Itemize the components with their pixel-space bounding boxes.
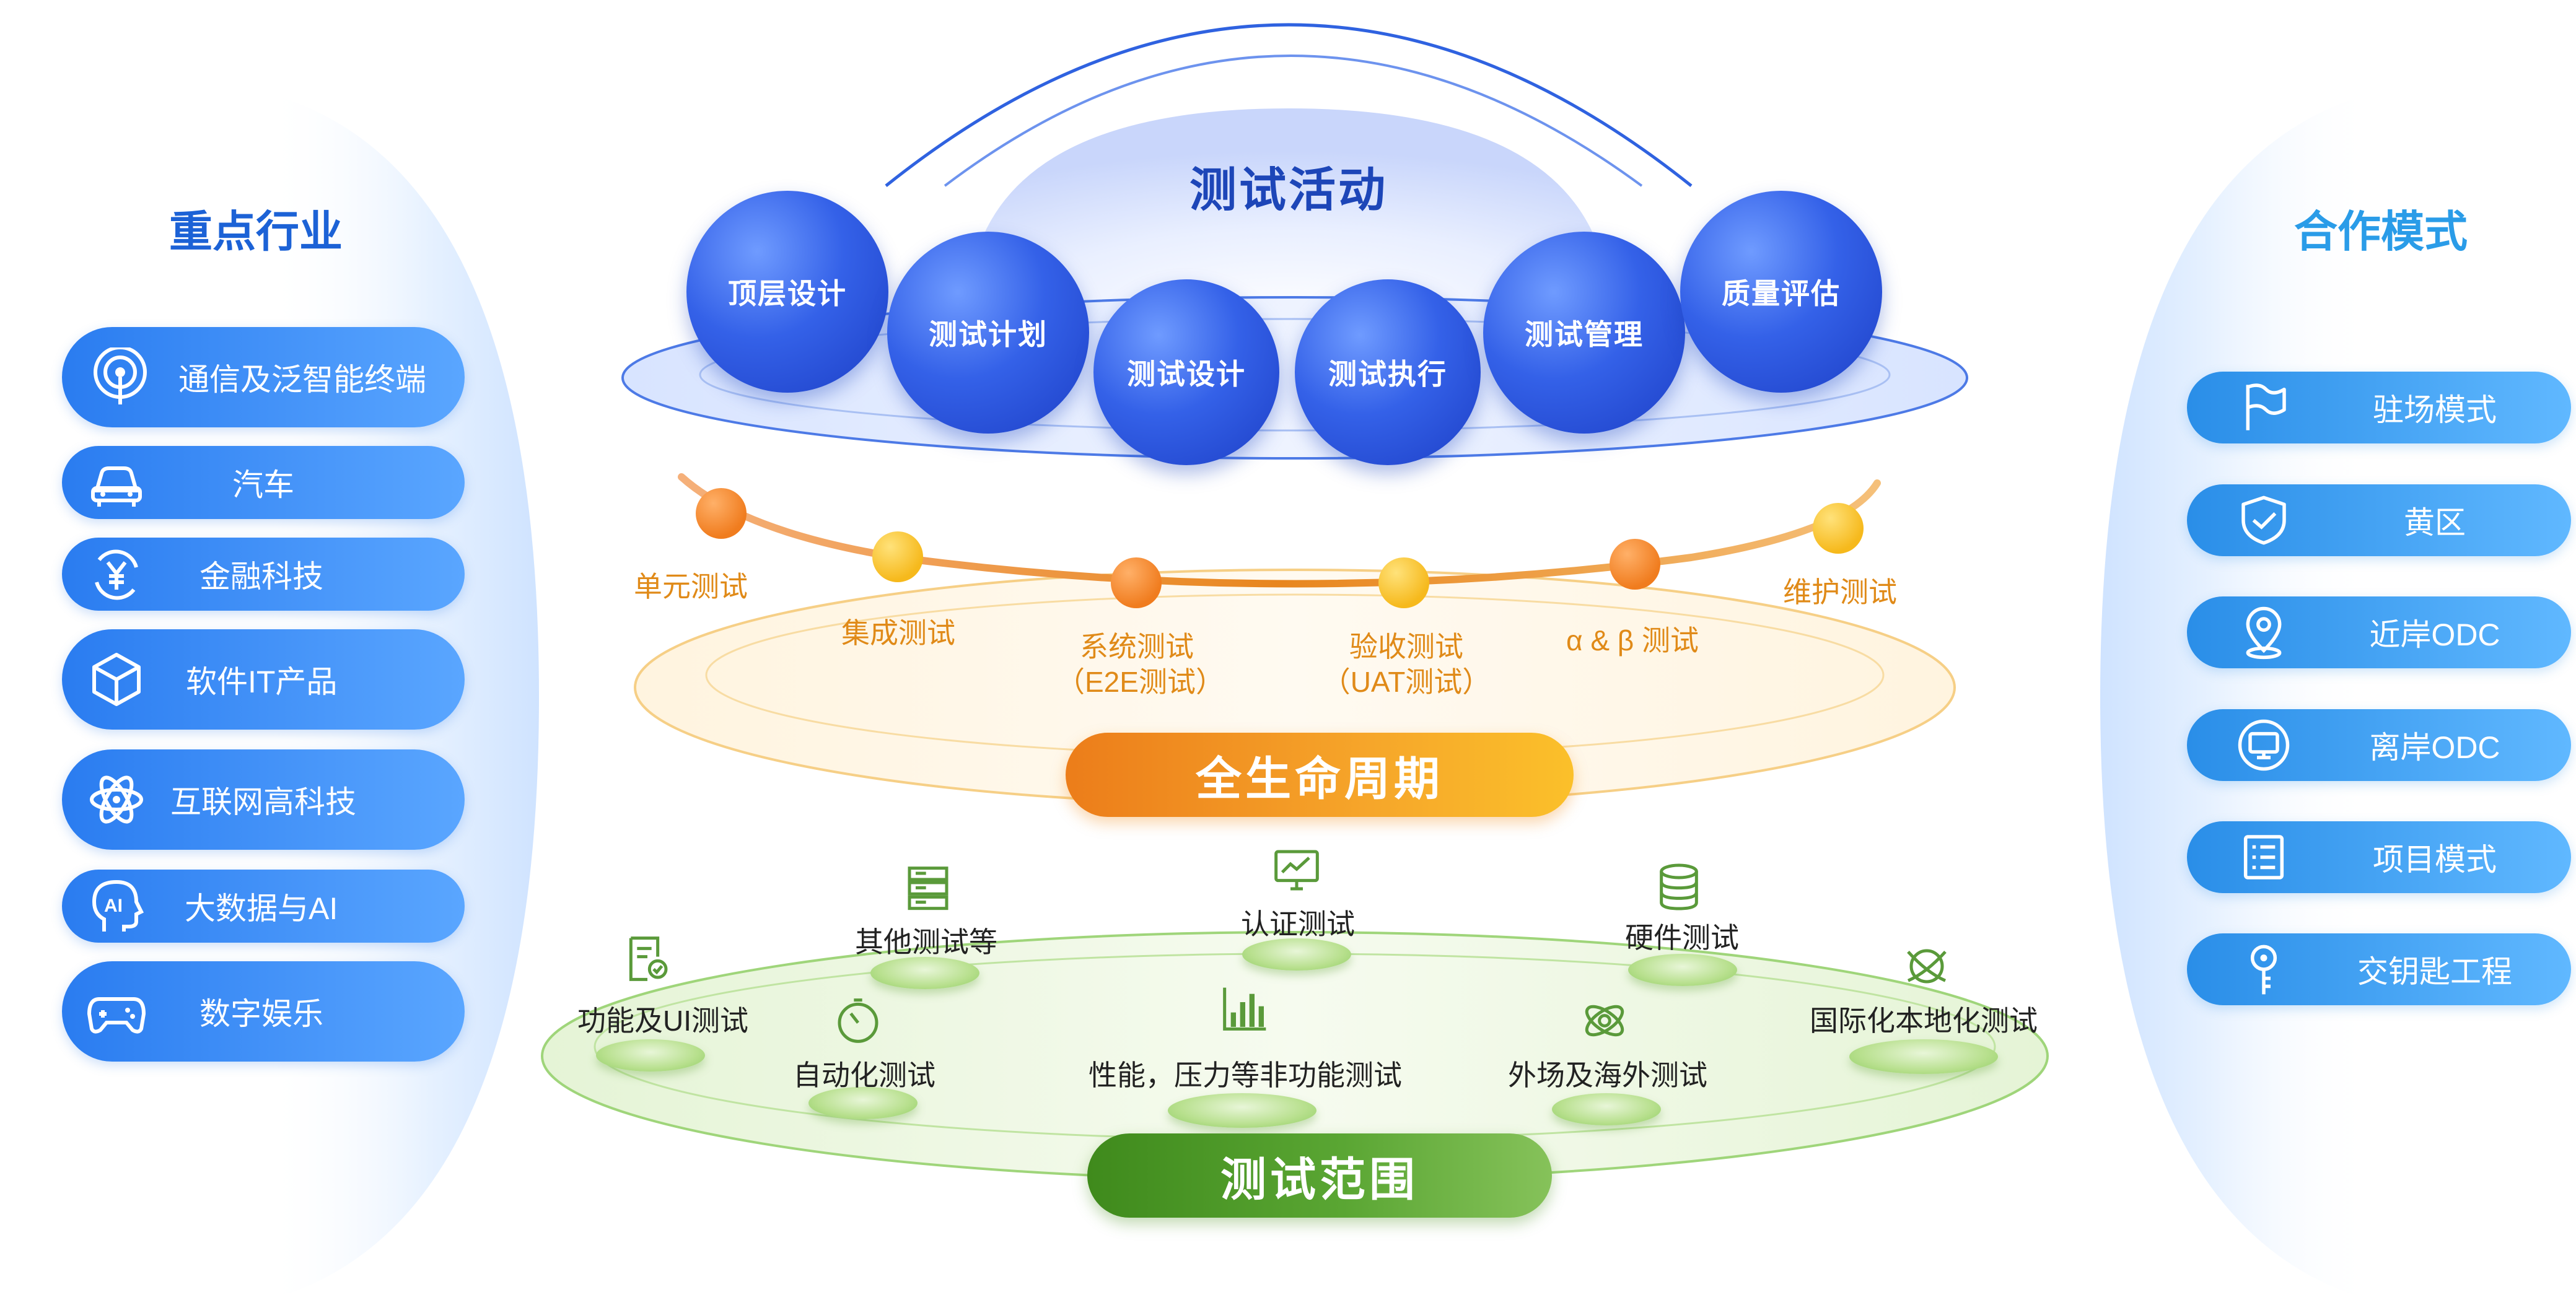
- activity-sphere[interactable]: 质量评估: [1680, 191, 1882, 393]
- scope-banner: 测试范围: [1087, 1133, 1552, 1218]
- scope-label: 认证测试: [1241, 908, 1355, 940]
- industry-label: 软件IT产品: [186, 665, 338, 699]
- scope-pad: [1242, 938, 1351, 971]
- yuan-exchange-icon: [95, 549, 138, 600]
- cooperation-item-onsite[interactable]: 驻场模式: [2187, 372, 2571, 443]
- lifecycle-path: [678, 473, 1881, 588]
- shield-check-icon: [2241, 495, 2286, 545]
- industry-label: 数字娱乐: [199, 997, 323, 1031]
- cooperation-label: 黄区: [2404, 505, 2466, 540]
- lifecycle-stage-label: 验收测试: [1349, 631, 1463, 663]
- globe-link-icon: [1907, 949, 1947, 984]
- lifecycle-node: [696, 488, 747, 539]
- scope-pad: [808, 1087, 918, 1119]
- list-icon: [2243, 835, 2284, 879]
- key-icon: [2250, 945, 2277, 995]
- lifecycle-node: [872, 531, 923, 582]
- orbit-icon: [1585, 1005, 1624, 1037]
- server-stack-icon: [908, 866, 948, 910]
- cooperation-item-turnkey[interactable]: 交钥匙工程: [2187, 933, 2571, 1005]
- industry-label: 互联网高科技: [170, 785, 356, 819]
- chart-monitor-icon: [1274, 850, 1319, 891]
- activity-sphere[interactable]: 顶层设计: [686, 191, 888, 393]
- signal-tower-icon: [94, 347, 147, 404]
- cooperation-label: 近岸ODC: [2369, 618, 2500, 652]
- lifecycle-stage-label: 维护测试: [1783, 576, 1897, 608]
- document-check-icon: [629, 936, 668, 981]
- cooperation-item-project[interactable]: 项目模式: [2187, 821, 2571, 893]
- activity-sphere[interactable]: 测试执行: [1295, 279, 1481, 465]
- scope-pad: [1168, 1093, 1316, 1128]
- scope-pad: [870, 957, 979, 989]
- scope-label: 其他测试等: [855, 926, 997, 958]
- industry-item-telecom[interactable]: 通信及泛智能终端: [62, 327, 465, 427]
- scope-pad: [1628, 954, 1737, 986]
- scope-pad: [596, 1039, 705, 1071]
- lifecycle-stage-label: 集成测试: [841, 617, 955, 649]
- scope-label: 性能，压力等非功能测试: [1089, 1059, 1402, 1091]
- activity-sphere[interactable]: 测试设计: [1093, 279, 1279, 465]
- lifecycle-stage-label: 系统测试: [1080, 631, 1194, 663]
- scope-label: 自动化测试: [793, 1059, 935, 1091]
- lifecycle-stage-sublabel: （UAT测试）: [1321, 666, 1491, 698]
- cooperation-label: 驻场模式: [2373, 393, 2497, 427]
- activity-sphere[interactable]: 测试管理: [1483, 232, 1685, 434]
- gamepad-icon: [87, 997, 146, 1034]
- industry-item-fintech[interactable]: 金融科技: [62, 538, 465, 611]
- database-icon: [1660, 863, 1698, 910]
- lifecycle-node: [1813, 503, 1864, 554]
- industry-item-auto[interactable]: 汽车: [62, 446, 465, 519]
- cooperation-item-yellow-zone[interactable]: 黄区: [2187, 484, 2571, 556]
- industry-label: 大数据与AI: [185, 891, 338, 926]
- cube-icon: [92, 653, 141, 706]
- lifecycle-banner: 全生命周期: [1066, 733, 1574, 817]
- ai-head-icon: AI: [92, 879, 144, 932]
- scope-label: 功能及UI测试: [577, 1005, 748, 1037]
- flag-icon: [2246, 383, 2286, 430]
- industry-item-entertainment[interactable]: 数字娱乐: [62, 961, 465, 1062]
- scope-pad: [1552, 1093, 1661, 1125]
- activities-ring-inner: [699, 318, 1891, 432]
- bar-chart-icon: [1223, 987, 1266, 1031]
- industries-title: 重点行业: [169, 207, 343, 256]
- scope-label: 国际化本地化测试: [1810, 1005, 2038, 1037]
- cooperation-title: 合作模式: [2294, 207, 2468, 256]
- atom-icon: [90, 775, 143, 824]
- cooperation-label: 项目模式: [2373, 842, 2497, 877]
- cooperation-item-offshore[interactable]: 离岸ODC: [2187, 709, 2571, 781]
- industry-label: 通信及泛智能终端: [178, 362, 426, 397]
- activity-sphere[interactable]: 测试计划: [887, 232, 1089, 434]
- dome: [966, 108, 1611, 322]
- lifecycle-node: [1610, 539, 1660, 590]
- monitor-icon: [2238, 719, 2290, 771]
- svg-text:AI: AI: [104, 896, 123, 916]
- location-pin-icon: [2246, 606, 2282, 660]
- outer-arc: [885, 23, 1693, 187]
- cooperation-item-nearshore[interactable]: 近岸ODC: [2187, 596, 2571, 668]
- lifecycle-stage-label: α & β 测试: [1566, 624, 1699, 657]
- lifecycle-node: [1111, 557, 1162, 608]
- industry-item-bigdata-ai[interactable]: AI 大数据与AI: [62, 870, 465, 943]
- industry-item-internet[interactable]: 互联网高科技: [62, 749, 465, 850]
- lifecycle-stage-label: 单元测试: [634, 570, 748, 603]
- inner-arc: [944, 55, 1643, 187]
- timer-icon: [838, 998, 878, 1043]
- industry-item-software[interactable]: 软件IT产品: [62, 629, 465, 730]
- scope-label: 硬件测试: [1625, 922, 1739, 954]
- scope-pad: [1849, 1039, 1998, 1074]
- cooperation-label: 交钥匙工程: [2357, 954, 2512, 989]
- lifecycle-node: [1378, 557, 1429, 608]
- activities-title: 测试活动: [1189, 164, 1388, 217]
- cooperation-label: 离岸ODC: [2369, 730, 2500, 765]
- industry-label: 汽车: [232, 468, 294, 502]
- industry-label: 金融科技: [199, 559, 323, 594]
- scope-label: 外场及海外测试: [1508, 1059, 1707, 1091]
- car-icon: [91, 466, 142, 507]
- lifecycle-stage-sublabel: （E2E测试）: [1056, 666, 1224, 698]
